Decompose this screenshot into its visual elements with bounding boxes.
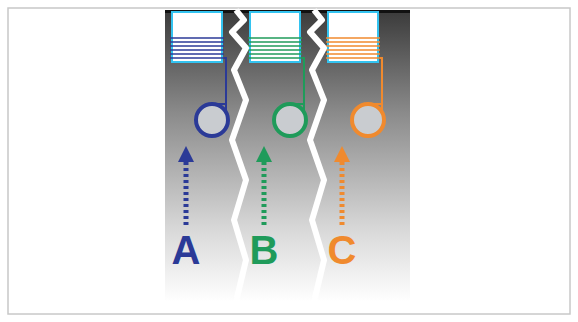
coil-winding	[326, 49, 380, 51]
coil-winding	[170, 49, 224, 51]
body	[165, 10, 410, 302]
coil-winding	[170, 41, 224, 43]
arrow-shaft	[340, 160, 345, 225]
coil-winding	[248, 49, 302, 51]
coil-lead	[212, 103, 226, 105]
column-letter: B	[250, 230, 279, 270]
wire-loop	[274, 104, 306, 136]
arrow-shaft	[262, 160, 267, 225]
coil-winding	[326, 53, 380, 55]
column-letter: A	[172, 230, 201, 270]
coil-winding	[326, 37, 380, 39]
coil-lead	[290, 103, 304, 105]
arrow-head	[178, 146, 194, 162]
coil-winding	[248, 41, 302, 43]
wire-loop	[196, 104, 228, 136]
coil-winding	[326, 57, 380, 59]
coil-winding	[248, 53, 302, 55]
coil-winding	[248, 37, 302, 39]
column-letter: C	[328, 230, 357, 270]
coil-winding	[326, 45, 380, 47]
arrow-shaft	[184, 160, 189, 225]
wire-loop	[352, 104, 384, 136]
coil-lead	[368, 103, 382, 105]
arrow-head	[256, 146, 272, 162]
coil-winding	[326, 41, 380, 43]
crack	[232, 10, 246, 302]
arrow-head	[334, 146, 350, 162]
crack	[310, 10, 324, 302]
coil-winding	[170, 53, 224, 55]
coil-winding	[170, 45, 224, 47]
coil-winding	[248, 45, 302, 47]
frame	[8, 8, 570, 314]
coil-winding	[170, 57, 224, 59]
coil-winding	[248, 57, 302, 59]
coil-winding	[170, 37, 224, 39]
